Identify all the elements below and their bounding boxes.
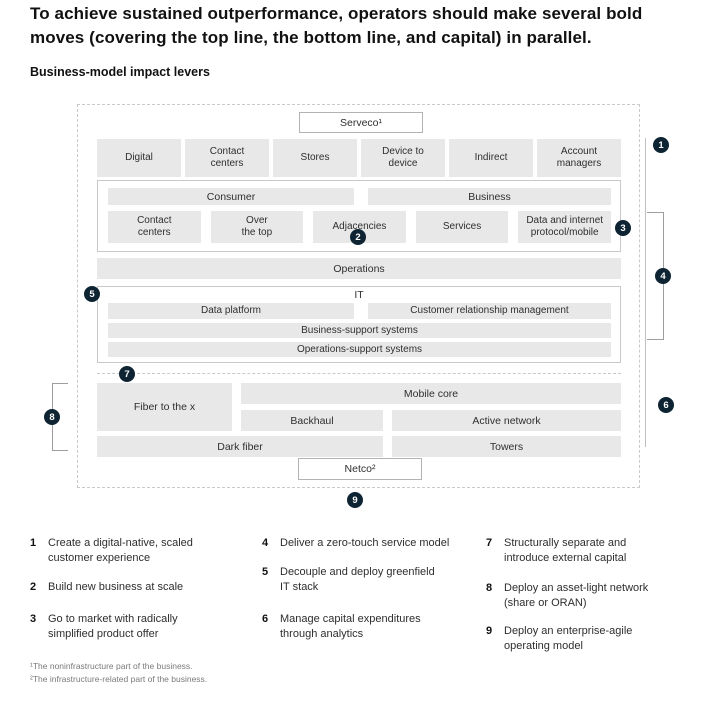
legend-item-5: 5 Decouple and deploy greenfield IT stac… [262,565,435,594]
channel-box-contact-centers: Contact centers [185,139,269,177]
marker-1: 1 [653,137,669,153]
exhibit-subtitle: Business-model impact levers [30,65,210,79]
legend-item-1: 1 Create a digital-native, scaled custom… [30,536,193,565]
legend-number: 2 [30,581,37,593]
segment-business: Business [368,188,611,205]
legend-text: Deploy an enterprise-agile operating mod… [504,625,633,652]
channel-box-stores: Stores [273,139,357,177]
legend-text: Deliver a zero-touch service model [280,537,450,549]
segments-container: Consumer Business Contact centers Over t… [97,180,621,252]
legend-item-3: 3 Go to market with radically simplified… [30,612,178,641]
footnote-1: ¹The noninfrastructure part of the busin… [30,661,193,671]
legend-item-8: 8 Deploy an asset-light network (share o… [486,581,648,610]
segment-consumer: Consumer [108,188,354,205]
legend-column-1: 1 Create a digital-native, scaled custom… [30,536,255,666]
legend-column-2: 4 Deliver a zero-touch service model 5 D… [262,536,487,666]
marker-7: 7 [119,366,135,382]
legend-item-9: 9 Deploy an enterprise-agile operating m… [486,624,632,653]
network-box-mobile-core: Mobile core [241,383,621,404]
legend-text: Decouple and deploy greenfield IT stack [280,566,435,593]
legend-number: 4 [262,537,269,549]
legend-text: Go to market with radically simplified p… [48,613,178,640]
legend-column-3: 7 Structurally separate and introduce ex… [486,536,706,686]
network-box-active-network: Active network [392,410,621,431]
legend-number: 5 [262,566,269,578]
legend-item-7: 7 Structurally separate and introduce ex… [486,536,626,565]
it-container: IT Data platform Customer relationship m… [97,286,621,363]
marker-9: 9 [347,492,363,508]
page-title: To achieve sustained outperformance, ope… [30,4,643,47]
netco-box: Netco² [298,458,422,480]
marker-4: 4 [655,268,671,284]
it-box-business-support-systems: Business-support systems [108,323,611,338]
legend-text: Manage capital expenditures through anal… [280,613,421,640]
capex-span-line [645,138,646,447]
legend-text: Deploy an asset-light network (share or … [504,582,649,609]
channel-box-account-managers: Account managers [537,139,621,177]
legend-item-2: 2 Build new business at scale [30,580,183,595]
network-box-backhaul: Backhaul [241,410,383,431]
it-label: IT [354,289,364,301]
marker-2: 2 [350,229,366,245]
channels-row: Digital Contact centers Stores Device to… [97,139,621,177]
it-box-crm: Customer relationship management [368,303,611,319]
legend-number: 1 [30,537,37,549]
channel-box-device-to-device: Device to device [361,139,445,177]
legend-number: 6 [262,613,269,625]
legend-number: 3 [30,613,37,625]
legend-item-6: 6 Manage capital expenditures through an… [262,612,421,641]
marker-3: 3 [615,220,631,236]
it-box-operations-support-systems: Operations-support systems [108,342,611,357]
channel-box-digital: Digital [97,139,181,177]
legend-text: Structurally separate and introduce exte… [504,537,627,564]
network-box-dark-fiber: Dark fiber [97,436,383,457]
offering-box-contact-centers: Contact centers [108,211,201,243]
marker-6: 6 [658,397,674,413]
serveco-box: Serveco¹ [299,112,423,133]
offering-box-data-internet: Data and internet protocol/mobile [518,211,611,243]
offering-box-services: Services [415,211,509,243]
offering-box-over-the-top: Over the top [210,211,304,243]
offerings-row: Contact centers Over the top Adjacencies… [108,211,611,243]
footnote-2: ²The infrastructure-related part of the … [30,674,208,684]
channel-box-indirect: Indirect [449,139,533,177]
legend-number: 9 [486,625,493,637]
network-box-fiber-to-the-x: Fiber to the x [97,383,232,431]
network-box-towers: Towers [392,436,621,457]
business-model-diagram: Serveco¹ Digital Contact centers Stores … [77,104,640,488]
it-box-data-platform: Data platform [108,303,354,319]
legend-number: 8 [486,582,493,594]
marker-8: 8 [44,409,60,425]
legend-number: 7 [486,537,493,549]
legend-text: Build new business at scale [48,581,184,593]
operations-bar: Operations [97,258,621,279]
footnotes: ¹The noninfrastructure part of the busin… [30,660,207,686]
serveco-netco-divider [97,373,621,374]
legend-item-4: 4 Deliver a zero-touch service model [262,536,449,551]
legend-text: Create a digital-native, scaled customer… [48,537,193,564]
marker-5: 5 [84,286,100,302]
